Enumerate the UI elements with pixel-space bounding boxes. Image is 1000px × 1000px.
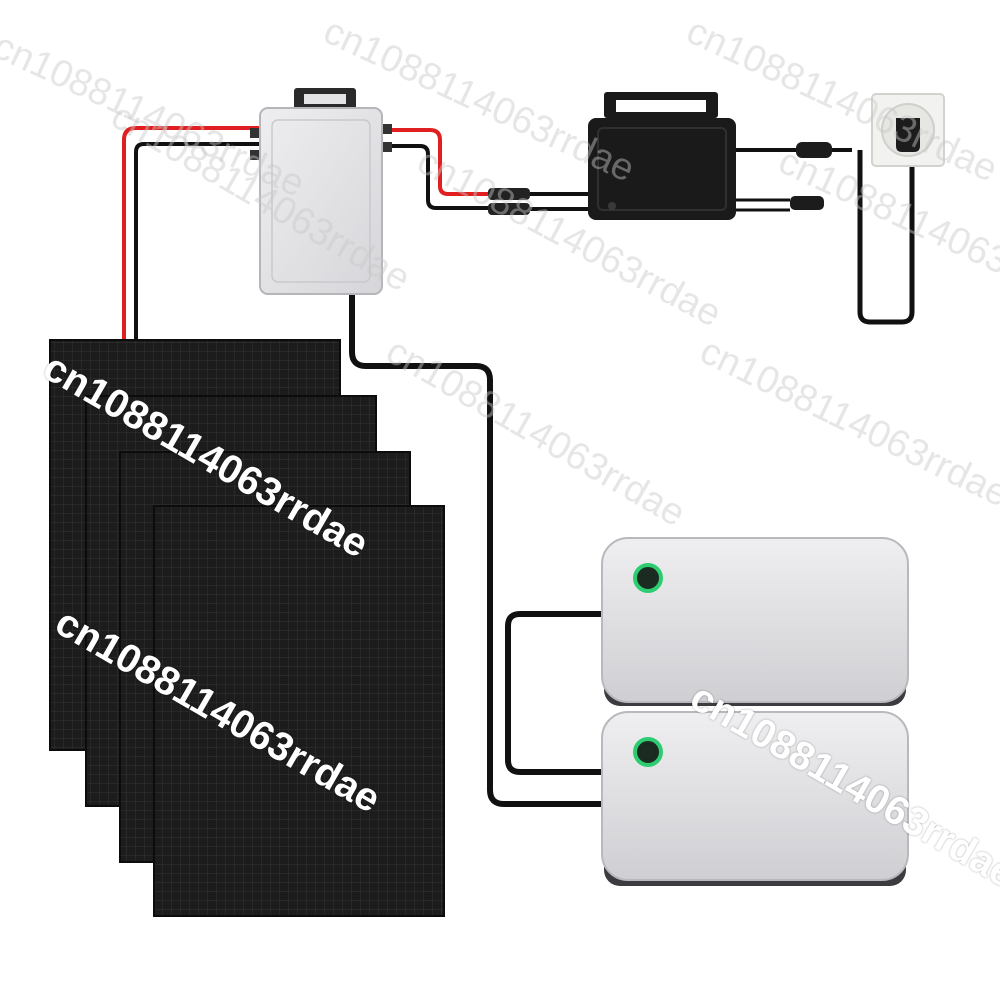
black-pv-cable <box>134 142 264 342</box>
battery-link-cable <box>505 611 605 775</box>
wall-socket <box>871 93 945 167</box>
ac-plug-body <box>796 142 832 158</box>
ac-plug-loop <box>857 150 915 325</box>
black-link-cable <box>380 144 500 210</box>
micro-inverter <box>588 92 736 220</box>
pv-cables <box>122 126 264 342</box>
solar-panels <box>49 339 445 917</box>
battery-bottom-power-indicator <box>633 737 663 767</box>
mc4-connector-red <box>488 188 530 200</box>
mc4-connector-black <box>488 203 530 215</box>
dc-connector-out <box>790 196 824 210</box>
inverter-body <box>588 118 736 220</box>
battery-module-bottom <box>601 711 909 886</box>
ac-cable <box>736 142 915 325</box>
controller-body <box>259 107 383 295</box>
battery-module-top <box>601 537 909 706</box>
red-link-cable <box>380 128 500 196</box>
solar-panel-4 <box>153 505 445 917</box>
controller-inverter-cables <box>380 128 588 215</box>
red-pv-cable <box>122 126 264 342</box>
battery-stack <box>601 537 909 886</box>
battery-top-power-indicator <box>633 563 663 593</box>
battery-main-cable <box>349 292 605 807</box>
plug-head <box>896 118 920 152</box>
battery-controller <box>250 88 392 295</box>
battery-cables <box>349 292 605 807</box>
